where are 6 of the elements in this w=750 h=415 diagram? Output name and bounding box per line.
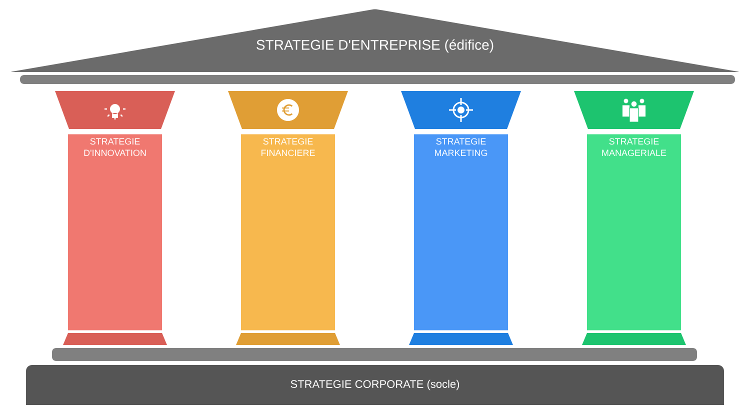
column-shaft: STRATEGIE MANAGERIALE [587, 134, 681, 330]
column-shaft: STRATEGIE MARKETING [414, 134, 508, 330]
roof: STRATEGIE D'ENTREPRISE (édifice) [11, 9, 739, 72]
column-shaft: STRATEGIE FINANCIERE [241, 134, 335, 330]
column-shaft: STRATEGIE D'INNOVATION [68, 134, 162, 330]
base-block: STRATEGIE CORPORATE (socle) [26, 365, 724, 405]
